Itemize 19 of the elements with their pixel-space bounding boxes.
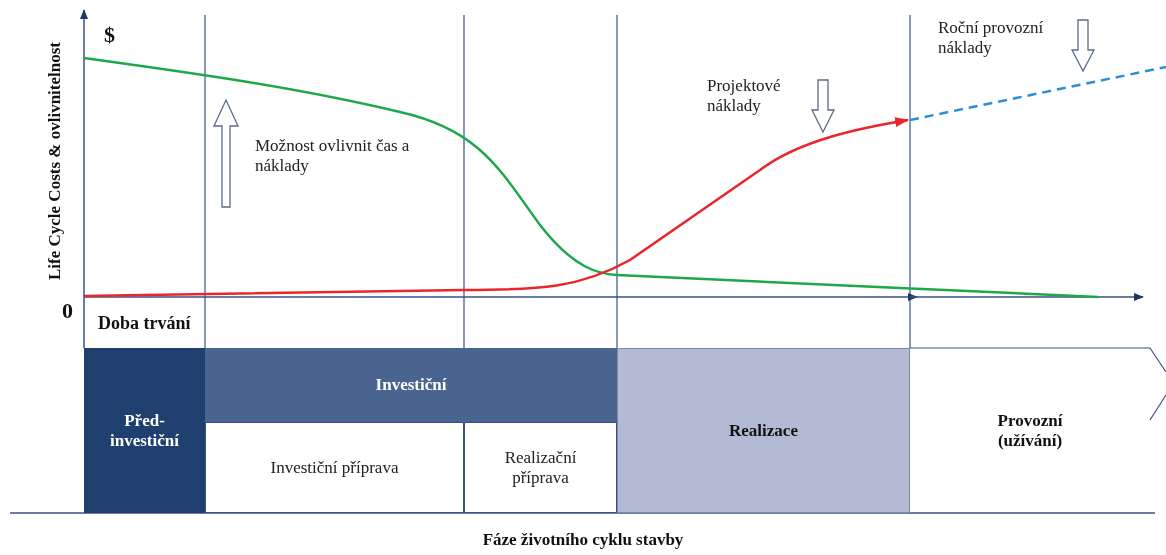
phase-header [205,348,617,422]
phase-label: Realizační příprava [503,447,578,488]
axis-unit: $ [104,22,115,48]
annotation-text: Možnost ovlivnit čas a náklady [255,136,411,176]
phase-label: Investiční [375,375,447,395]
phase-box [617,348,910,513]
phase-label: Před-investiční [109,410,180,451]
annotation-text: Projektové náklady [707,76,782,116]
caption: Fáze životního cyklu stavby [481,530,685,550]
phase-label: Provozní (užívání) [996,410,1064,451]
subphase-box [205,422,464,513]
axis-title: Doba trvání [98,313,191,334]
subphase-box [464,422,617,513]
phase-box [84,348,205,513]
annotation-text: Roční provozní náklady [938,18,1045,58]
origin-label: 0 [62,298,73,324]
axis-title: Life Cycle Costs & ovlivnitelnost [44,41,65,282]
phase-label: Realizace [729,420,798,441]
phase-label: Investiční příprava [270,457,399,478]
